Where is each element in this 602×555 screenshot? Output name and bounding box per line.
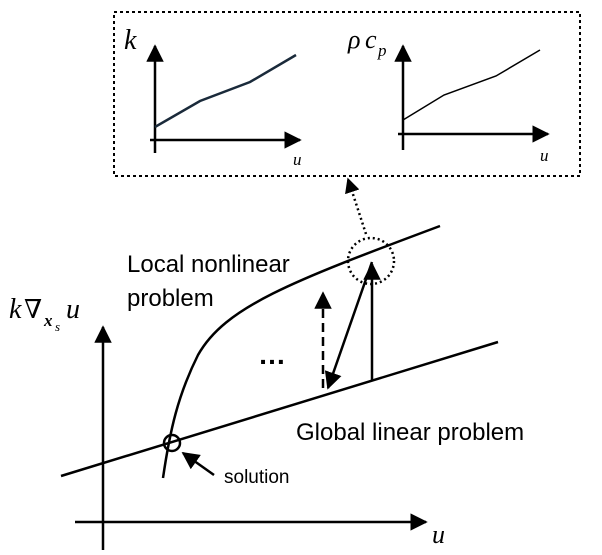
main-xlabel: u (432, 520, 445, 549)
inset-panel: k u ρ c p u (113, 11, 581, 177)
inset-right-ylabel-sub: p (377, 41, 387, 60)
nonlinear-curve (161, 224, 441, 479)
global-linear-line (60, 340, 499, 478)
solution-pointer-arrow (181, 451, 215, 477)
main-ylabel-nabla: ∇ (24, 295, 42, 324)
inset-right-xlabel: u (540, 146, 549, 165)
main-ylabel-k: k (9, 294, 22, 325)
local-nonlinear-label-line2: problem (127, 285, 214, 312)
zoom-dotted-arrow (345, 177, 368, 235)
global-linear-label: Global linear problem (296, 419, 524, 446)
solution-label: solution (224, 467, 290, 488)
inset-left-curve (154, 53, 297, 129)
inset-right-ylabel-c: c (365, 25, 377, 54)
main-ylabel-u: u (66, 294, 80, 325)
diagonal-iteration-arrow (324, 261, 374, 390)
ellipsis-mark: … (258, 339, 286, 370)
inset-right-plot: ρ c p u (347, 25, 550, 165)
solution-marker (162, 433, 182, 453)
inset-left-ylabel: k (124, 25, 137, 56)
main-plot: k ∇ x s u u Local nonlinear problem Glob… (9, 224, 524, 550)
inset-right-ylabel-rho: ρ (347, 25, 360, 54)
inset-dotted-border (113, 11, 581, 177)
local-nonlinear-label-line1: Local nonlinear (127, 251, 290, 278)
inset-left-xlabel: u (293, 150, 302, 169)
main-ylabel-s: s (55, 319, 60, 334)
main-ylabel-x: x (43, 311, 53, 330)
inset-right-curve (402, 49, 541, 121)
inset-left-plot: k u (124, 25, 302, 169)
